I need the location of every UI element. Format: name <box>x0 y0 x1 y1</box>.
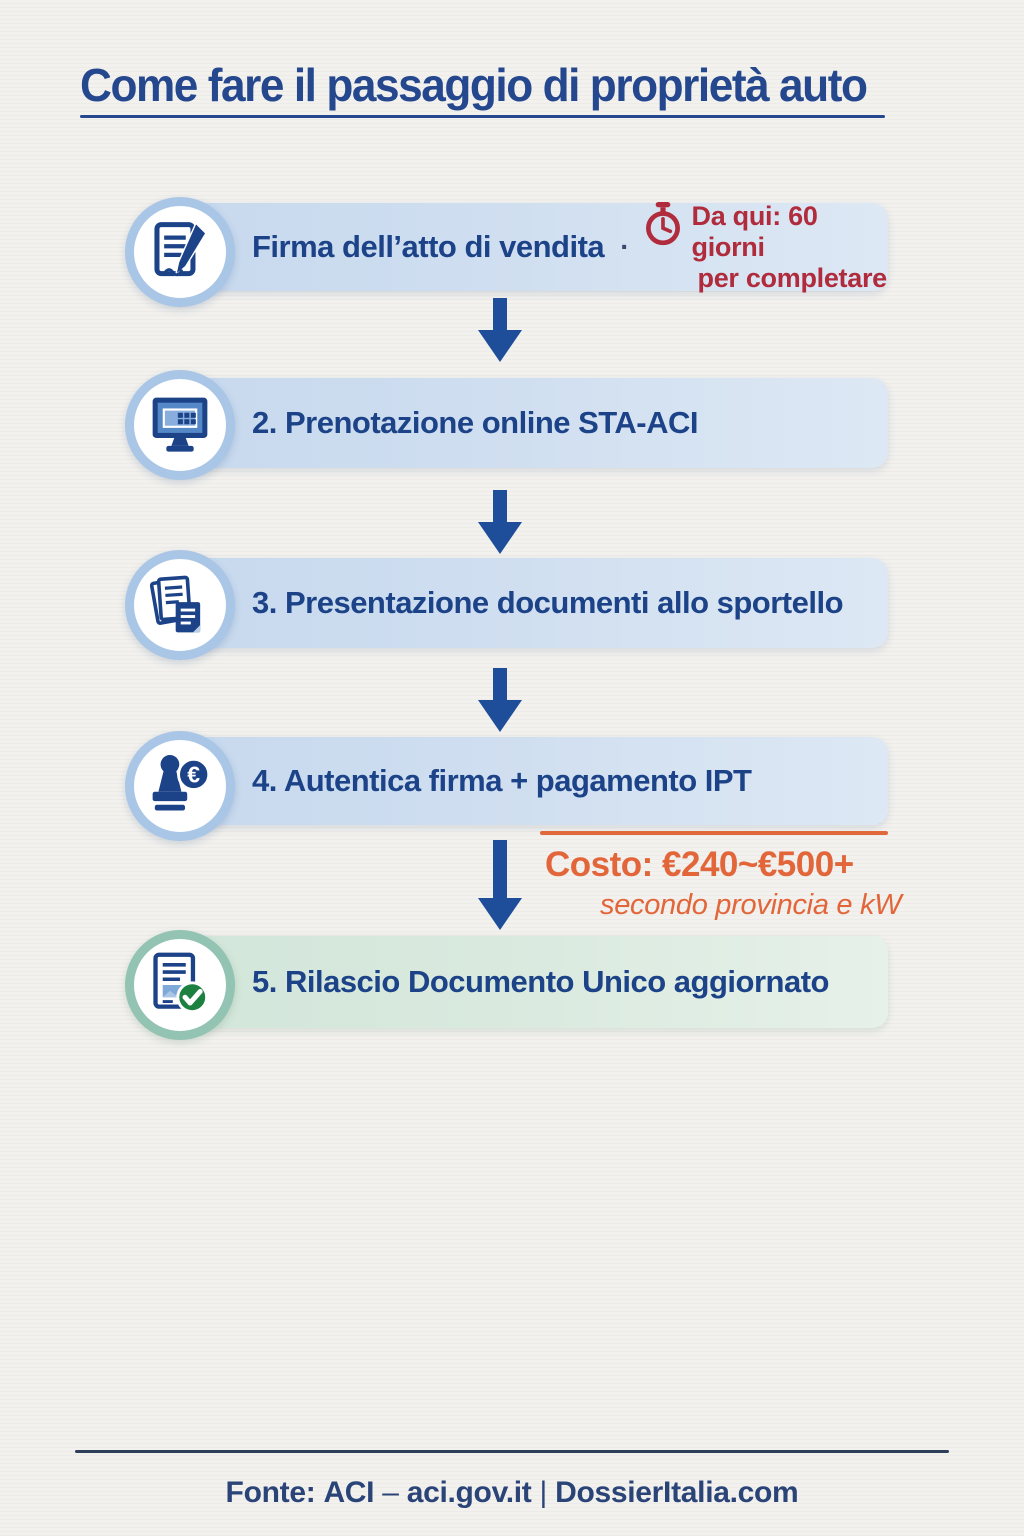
step-3-label: 3. Presentazione documenti allo sportell… <box>252 585 844 620</box>
step-1-bar: Firma dell’atto di vendita · Da qui: 60 … <box>160 201 888 294</box>
step-2-row: 2. Prenotazione online STA-ACI <box>0 370 1024 488</box>
document-check-icon <box>125 930 235 1040</box>
stamp-euro-coin-icon: € <box>125 731 235 841</box>
footer-source-label: Fonte: <box>225 1476 316 1509</box>
down-arrow-icon <box>472 490 528 554</box>
footer-divider-line <box>75 1450 949 1453</box>
step-1-label: Firma dell’atto di vendita <box>252 229 605 264</box>
cost-amount: Costo: €240~€500+ <box>545 845 854 884</box>
footer-separator: | <box>539 1476 548 1509</box>
footer-source-url: aci.gov.it <box>406 1476 532 1509</box>
cost-note: Costo: €240~€500+ secondo provincia e kW <box>545 845 902 922</box>
step-2-bar: 2. Prenotazione online STA-ACI <box>160 378 888 468</box>
deadline-text: Da qui: 60 giorni per completare <box>692 201 888 294</box>
title-underline <box>80 115 885 118</box>
separator-dot: · <box>620 231 630 262</box>
step-2-label: 2. Prenotazione online STA-ACI <box>252 405 699 440</box>
step-5-bar: 5. Rilascio Documento Unico aggiornato <box>160 936 888 1028</box>
computer-monitor-icon <box>125 370 235 480</box>
page-title: Come fare il passaggio di proprietà auto <box>80 59 868 111</box>
step-4-row: € 4. Autentica firma + pagamento IPT <box>0 731 1024 847</box>
down-arrow-icon <box>472 298 528 362</box>
step-4-bar: 4. Autentica firma + pagamento IPT <box>160 737 888 825</box>
footer: Fonte: ACI – aci.gov.it | DossierItalia.… <box>0 1476 1024 1510</box>
step-5-row: 5. Rilascio Documento Unico aggiornato <box>0 930 1024 1046</box>
step-3-row: 3. Presentazione documenti allo sportell… <box>0 550 1024 668</box>
step-5-label: 5. Rilascio Documento Unico aggiornato <box>252 964 829 999</box>
deadline-line2: per completare <box>697 262 888 293</box>
documents-stack-icon <box>125 550 235 660</box>
step-4-label: 4. Autentica firma + pagamento IPT <box>252 763 752 798</box>
step-1-row: Firma dell’atto di vendita · Da qui: 60 … <box>0 197 1024 313</box>
document-pen-icon <box>125 197 235 307</box>
stopwatch-icon <box>645 201 680 245</box>
down-arrow-icon <box>472 668 528 732</box>
footer-brand: DossierItalia.com <box>555 1476 799 1509</box>
footer-source-name: ACI <box>323 1476 375 1509</box>
deadline-note: Da qui: 60 giorni per completare <box>642 201 888 294</box>
step-3-bar: 3. Presentazione documenti allo sportell… <box>160 558 888 648</box>
down-arrow-icon <box>472 840 528 930</box>
cost-detail: secondo provincia e kW <box>600 889 902 921</box>
deadline-line1: Da qui: 60 giorni <box>691 200 818 262</box>
svg-text:€: € <box>187 761 200 787</box>
cost-divider-line <box>540 831 888 835</box>
footer-dash: – <box>382 1476 399 1509</box>
